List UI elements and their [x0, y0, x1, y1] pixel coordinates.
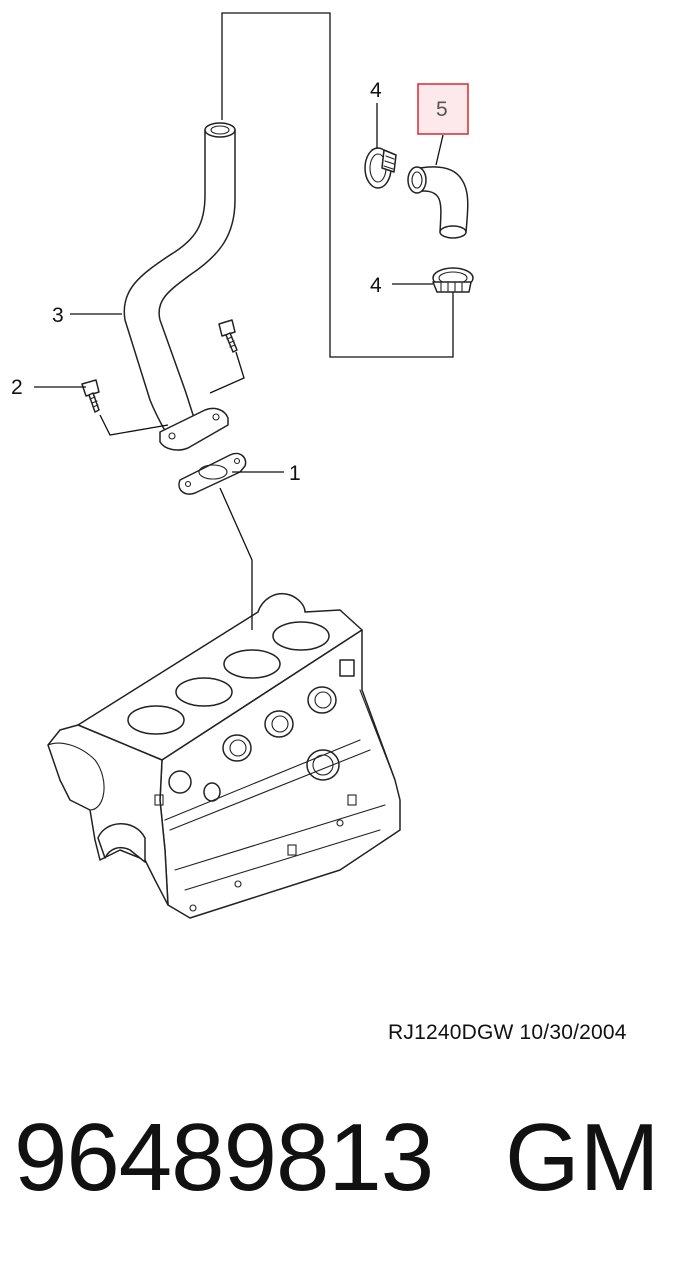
callout-3: 3: [52, 304, 64, 327]
gasket-part-1[interactable]: [178, 452, 247, 495]
callout-1: 1: [289, 462, 301, 485]
engine-block: [47, 593, 401, 919]
hose-part-5[interactable]: [407, 166, 469, 239]
drawing-code: RJ1240DGW 10/30/2004: [388, 1021, 627, 1044]
tube-part-3[interactable]: [123, 122, 236, 451]
leader-2-bracket: [99, 414, 169, 436]
part-number: 96489813: [14, 1104, 434, 1211]
callout-5: 5: [436, 98, 448, 121]
leader-1-block: [219, 487, 253, 630]
parts-diagram: 1 2 3 4 4 5: [11, 12, 474, 919]
clamp-part-4-upper[interactable]: [364, 147, 397, 189]
leader-2-bracket-right: [209, 351, 245, 394]
clamp-part-4-lower[interactable]: [432, 267, 474, 293]
callout-4-upper: 4: [370, 79, 382, 102]
callout-5-highlight-box[interactable]: [417, 83, 469, 135]
assembly-bracket-line: [221, 12, 454, 358]
bolt-part-2-right[interactable]: [218, 319, 238, 353]
brand-name: GM: [505, 1104, 660, 1211]
bolt-part-2-left[interactable]: [81, 379, 100, 413]
callout-4-lower: 4: [370, 274, 382, 297]
leader-5: [435, 134, 444, 166]
callout-2: 2: [11, 376, 23, 399]
